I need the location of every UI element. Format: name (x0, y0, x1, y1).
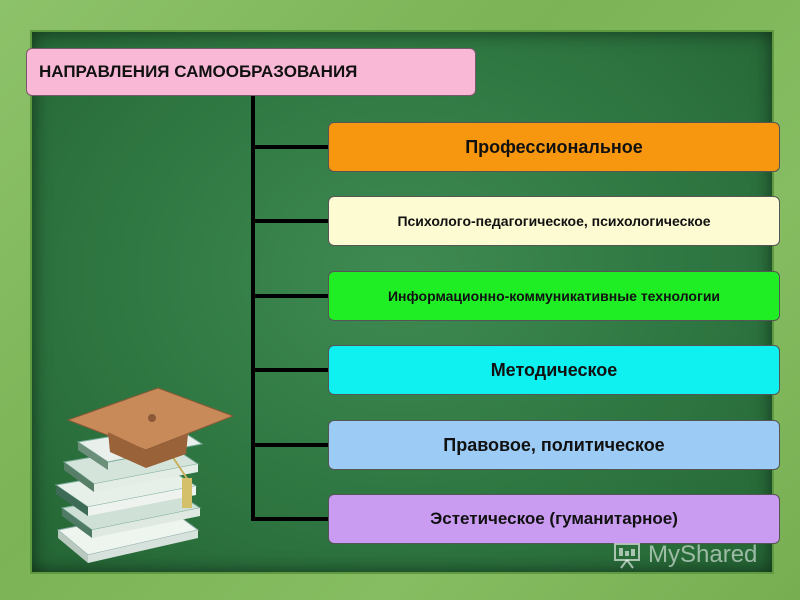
direction-box-professional: Профессиональное (328, 122, 780, 172)
watermark-text: MyShared (648, 541, 758, 568)
direction-box-methodical: Методическое (328, 345, 780, 395)
direction-label: Методическое (490, 359, 618, 380)
direction-box-psychological: Психолого-педагогическое, психологическо… (328, 196, 780, 246)
watermark: MyShared (612, 536, 782, 574)
branch-line (251, 443, 329, 447)
diagram-title: НАПРАВЛЕНИЯ САМООБРАЗОВАНИЯ (26, 48, 476, 96)
trunk-line (251, 96, 255, 520)
direction-box-aesthetic: Эстетическое (гуманитарное) (328, 494, 780, 544)
branch-line (251, 294, 329, 298)
branch-line (251, 219, 329, 223)
direction-label: Профессиональное (465, 136, 643, 157)
direction-box-legal: Правовое, политическое (328, 420, 780, 470)
direction-label: Информационно-коммуникативные технологии (387, 288, 721, 304)
presentation-board-icon (614, 543, 640, 569)
direction-label: Правовое, политическое (443, 434, 665, 455)
direction-label: Эстетическое (гуманитарное) (430, 509, 678, 528)
branch-line (251, 368, 329, 372)
direction-label: Психолого-педагогическое, психологическо… (397, 213, 711, 229)
branch-line (251, 517, 329, 521)
branch-line (251, 145, 329, 149)
books-with-graduation-cap-icon (54, 387, 235, 563)
direction-box-ict: Информационно-коммуникативные технологии (328, 271, 780, 321)
